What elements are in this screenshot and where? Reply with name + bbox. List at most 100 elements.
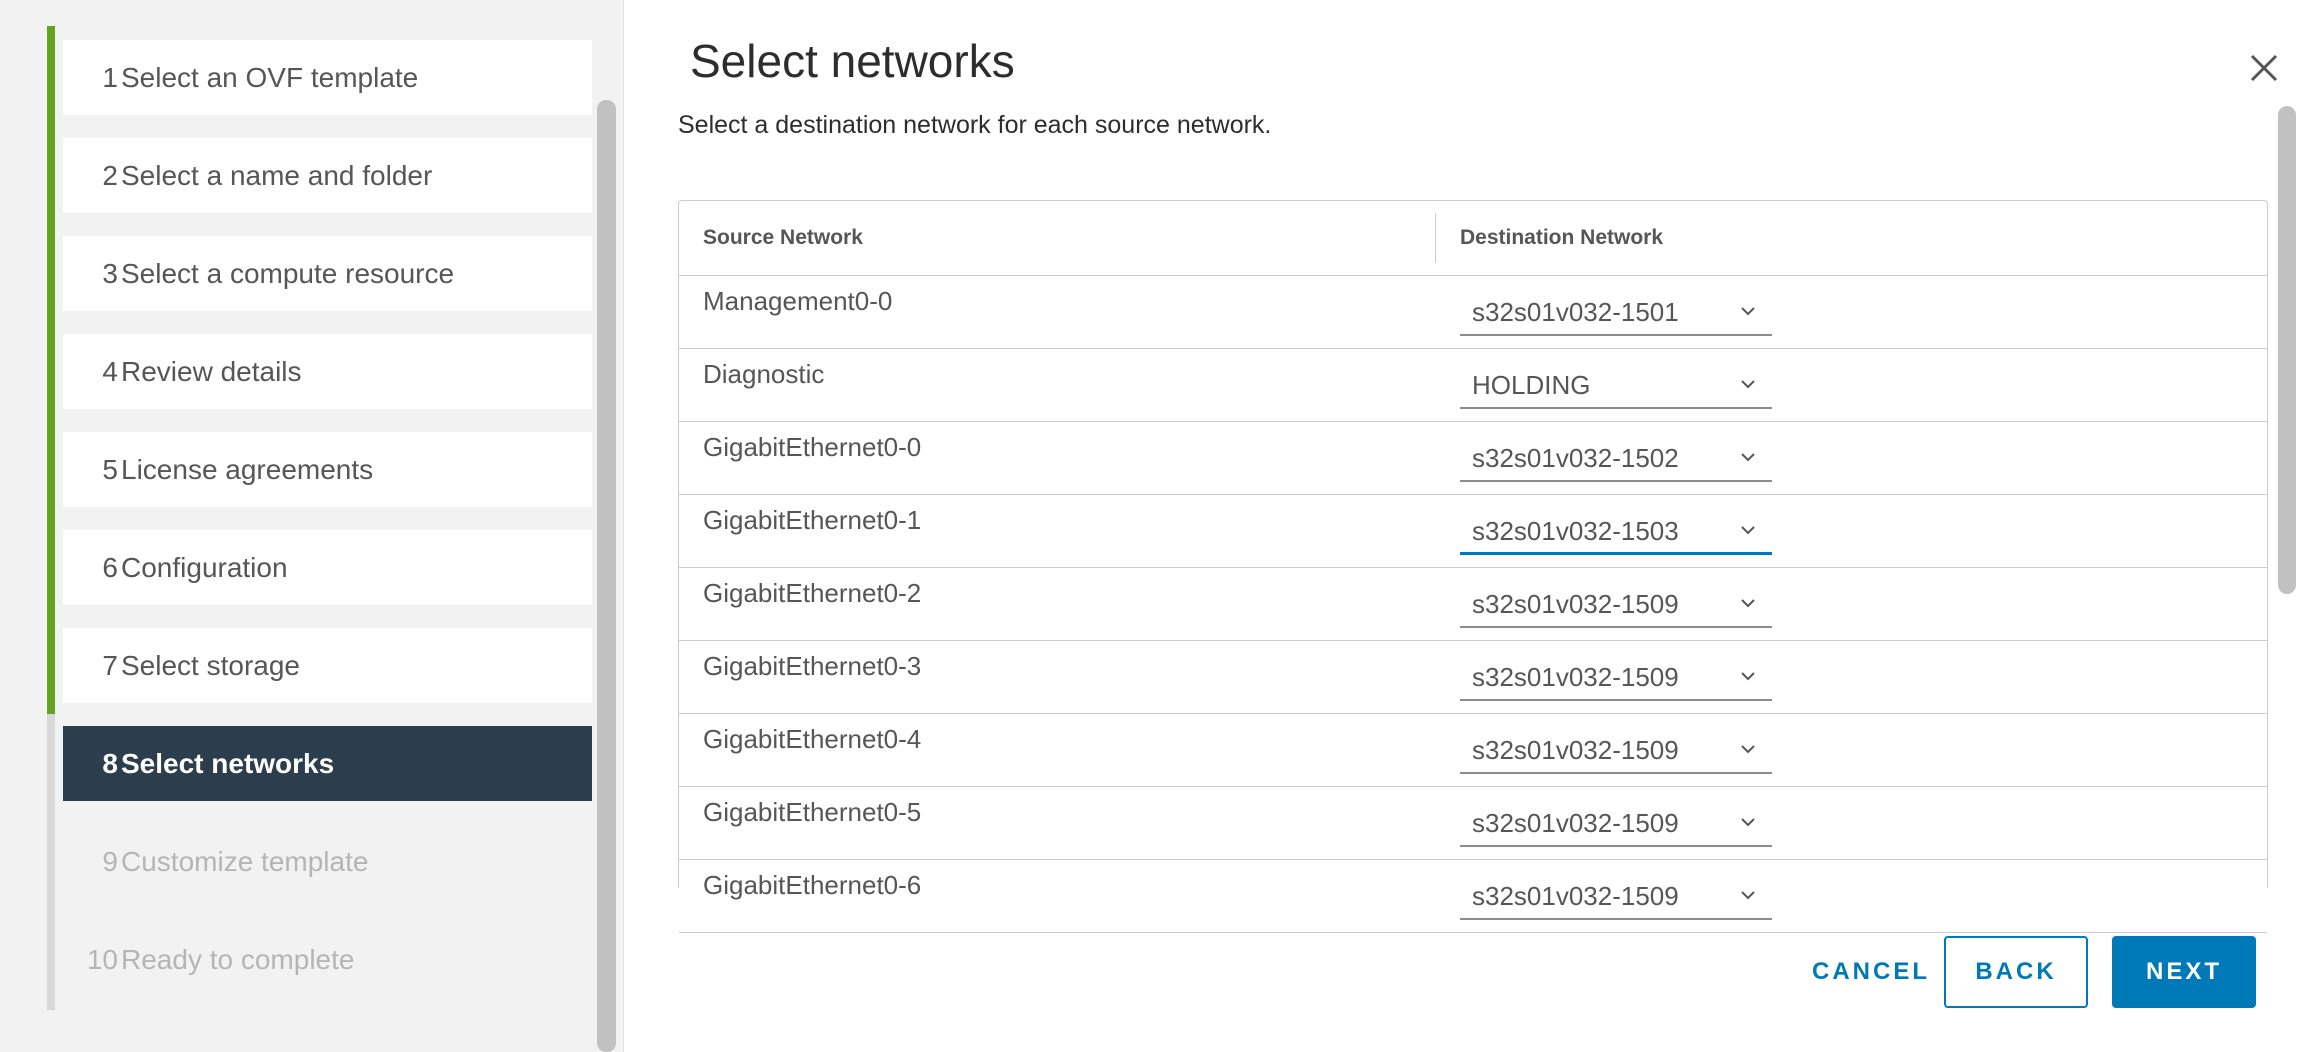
table-row: GigabitEthernet0-6 s32s01v032-1509 xyxy=(679,860,2267,933)
step-number: 6 xyxy=(102,551,118,583)
chevron-down-icon xyxy=(1741,307,1755,316)
table-row: Diagnostic HOLDING xyxy=(679,349,2267,422)
step-label: Select networks xyxy=(121,747,335,779)
source-network-cell: GigabitEthernet0-6 xyxy=(703,870,922,900)
step-9: 9 Customize template xyxy=(63,824,592,899)
step-label: Select storage xyxy=(121,649,300,681)
column-header-source[interactable]: Source Network xyxy=(679,213,1436,263)
source-network-cell: Management0-0 xyxy=(703,286,893,316)
destination-network-select[interactable]: s32s01v032-1509 xyxy=(1460,581,1772,628)
step-label: Select a compute resource xyxy=(121,257,455,289)
destination-network-select[interactable]: s32s01v032-1509 xyxy=(1460,654,1772,701)
chevron-down-icon xyxy=(1741,745,1755,754)
step-label: Ready to complete xyxy=(121,943,355,975)
select-value: HOLDING xyxy=(1472,370,1591,400)
destination-network-cell: s32s01v032-1509 xyxy=(1436,787,1772,859)
select-value: s32s01v032-1509 xyxy=(1472,735,1679,765)
destination-network-select[interactable]: s32s01v032-1509 xyxy=(1460,727,1772,774)
source-network-cell: GigabitEthernet0-1 xyxy=(703,505,922,535)
progress-line-pending xyxy=(47,714,55,1010)
nav-scrollbar-thumb[interactable] xyxy=(597,100,616,1052)
step-number: 5 xyxy=(102,453,118,485)
source-network-cell: GigabitEthernet0-4 xyxy=(703,724,922,754)
step-number: 1 xyxy=(102,61,118,93)
step-number: 2 xyxy=(102,159,118,191)
select-value: s32s01v032-1503 xyxy=(1472,516,1679,546)
step-8[interactable]: 8 Select networks xyxy=(63,726,592,801)
table-row: GigabitEthernet0-3 s32s01v032-1509 xyxy=(679,641,2267,714)
step-number: 7 xyxy=(102,649,118,681)
select-value: s32s01v032-1509 xyxy=(1472,881,1679,911)
destination-network-cell: HOLDING xyxy=(1436,349,1772,421)
chevron-down-icon xyxy=(1741,891,1755,900)
step-label: Review details xyxy=(121,355,302,387)
step-4[interactable]: 4 Review details xyxy=(63,334,592,409)
destination-network-cell: s32s01v032-1509 xyxy=(1436,714,1772,786)
close-icon xyxy=(2250,54,2278,82)
table-row: GigabitEthernet0-4 s32s01v032-1509 xyxy=(679,714,2267,787)
progress-line-complete xyxy=(47,26,55,714)
step-6[interactable]: 6 Configuration xyxy=(63,530,592,605)
source-network-cell: GigabitEthernet0-5 xyxy=(703,797,922,827)
main-content: Select networks Select a destination net… xyxy=(624,0,2302,1052)
destination-network-cell: s32s01v032-1503 xyxy=(1436,495,1772,567)
close-button[interactable] xyxy=(2244,48,2284,88)
destination-network-select[interactable]: s32s01v032-1503 xyxy=(1460,508,1772,555)
select-value: s32s01v032-1509 xyxy=(1472,662,1679,692)
step-10: 10 Ready to complete xyxy=(63,922,592,997)
step-label: Configuration xyxy=(121,551,288,583)
select-value: s32s01v032-1502 xyxy=(1472,443,1679,473)
select-value: s32s01v032-1509 xyxy=(1472,589,1679,619)
wizard-step-nav: 1 Select an OVF template 2 Select a name… xyxy=(0,0,624,1052)
chevron-down-icon xyxy=(1741,672,1755,681)
step-5[interactable]: 5 License agreements xyxy=(63,432,592,507)
select-value: s32s01v032-1509 xyxy=(1472,808,1679,838)
step-number: 3 xyxy=(102,257,118,289)
table-row: GigabitEthernet0-5 s32s01v032-1509 xyxy=(679,787,2267,860)
destination-network-select[interactable]: s32s01v032-1501 xyxy=(1460,289,1772,336)
destination-network-cell: s32s01v032-1509 xyxy=(1436,860,1772,932)
destination-network-select[interactable]: s32s01v032-1509 xyxy=(1460,873,1772,920)
step-7[interactable]: 7 Select storage xyxy=(63,628,592,703)
chevron-down-icon xyxy=(1741,818,1755,827)
cancel-button[interactable]: CANCEL xyxy=(1812,958,1930,985)
table-row: Management0-0 s32s01v032-1501 xyxy=(679,276,2267,349)
chevron-down-icon xyxy=(1741,526,1755,535)
step-label: License agreements xyxy=(121,453,374,485)
table-header: Source Network Destination Network xyxy=(679,201,2267,276)
next-button[interactable]: NEXT xyxy=(2112,936,2256,1008)
source-network-cell: Diagnostic xyxy=(703,359,825,389)
destination-network-cell: s32s01v032-1501 xyxy=(1436,276,1772,348)
table-row: GigabitEthernet0-2 s32s01v032-1509 xyxy=(679,568,2267,641)
back-button[interactable]: BACK xyxy=(1944,936,2088,1008)
step-number: 10 xyxy=(86,943,118,975)
page-subtitle: Select a destination network for each so… xyxy=(678,111,1272,139)
step-2[interactable]: 2 Select a name and folder xyxy=(63,138,592,213)
destination-network-select[interactable]: HOLDING xyxy=(1460,362,1772,409)
source-network-cell: GigabitEthernet0-3 xyxy=(703,651,922,681)
destination-network-select[interactable]: s32s01v032-1502 xyxy=(1460,435,1772,482)
destination-network-select[interactable]: s32s01v032-1509 xyxy=(1460,800,1772,847)
network-mapping-table: Source Network Destination Network Manag… xyxy=(678,200,2268,933)
step-label: Select an OVF template xyxy=(121,61,419,93)
chevron-down-icon xyxy=(1741,380,1755,389)
table-row: GigabitEthernet0-0 s32s01v032-1502 xyxy=(679,422,2267,495)
step-number: 9 xyxy=(102,845,118,877)
content-scrollbar-thumb[interactable] xyxy=(2278,106,2296,594)
chevron-down-icon xyxy=(1741,453,1755,462)
destination-network-cell: s32s01v032-1509 xyxy=(1436,641,1772,713)
step-3[interactable]: 3 Select a compute resource xyxy=(63,236,592,311)
destination-network-cell: s32s01v032-1502 xyxy=(1436,422,1772,494)
page-title: Select networks xyxy=(690,35,1015,87)
chevron-down-icon xyxy=(1741,599,1755,608)
column-header-destination[interactable]: Destination Network xyxy=(1460,226,1664,249)
step-number: 8 xyxy=(102,747,118,779)
step-number: 4 xyxy=(102,355,118,387)
source-network-cell: GigabitEthernet0-2 xyxy=(703,578,922,608)
select-value: s32s01v032-1501 xyxy=(1472,297,1679,327)
destination-network-cell: s32s01v032-1509 xyxy=(1436,568,1772,640)
step-label: Select a name and folder xyxy=(121,159,433,191)
source-network-cell: GigabitEthernet0-0 xyxy=(703,432,922,462)
step-1[interactable]: 1 Select an OVF template xyxy=(63,40,592,115)
